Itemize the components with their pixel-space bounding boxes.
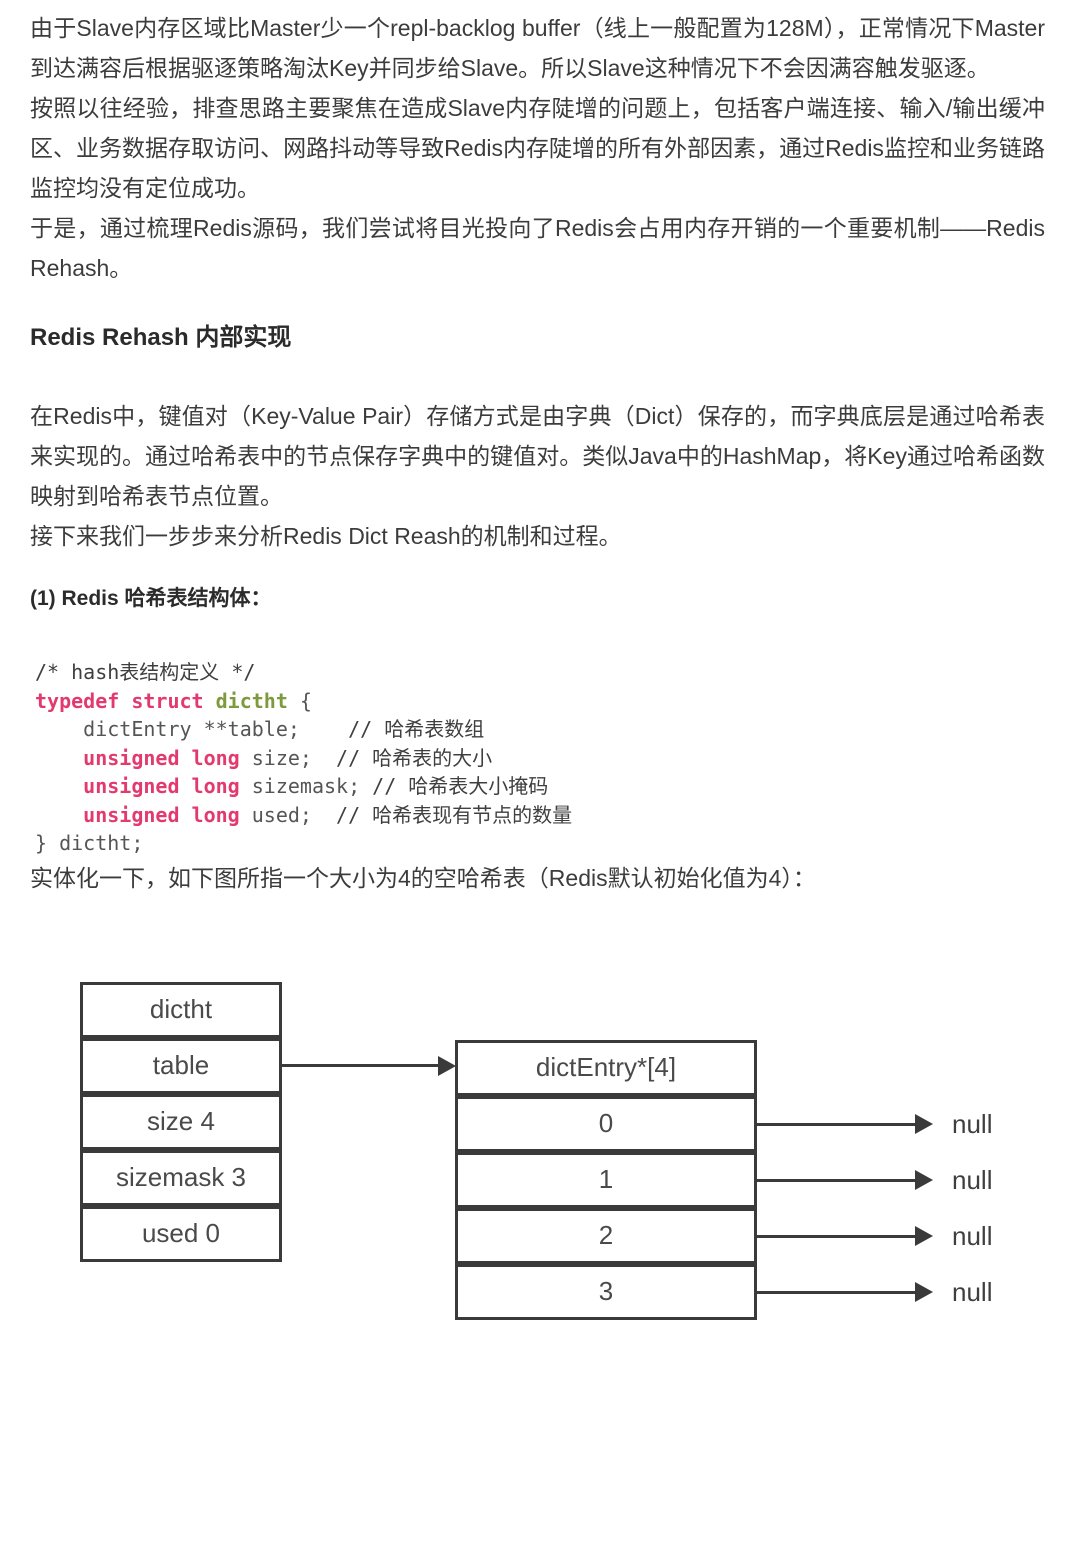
paragraph-instantiation-note: 实体化一下，如下图所指一个大小为4的空哈希表（Redis默认初始化值为4）： <box>30 864 816 891</box>
code-block-dictht-struct: /* hash表结构定义 */typedef struct dictht { d… <box>35 660 573 855</box>
array-header-dictentry: dictEntry*[4] <box>455 1039 757 1096</box>
subsection-heading-hash-struct: (1) Redis 哈希表结构体： <box>30 587 272 610</box>
null-arrow-line-0 <box>757 1122 917 1126</box>
null-label-2: null <box>952 1220 993 1251</box>
article-page: 由于Slave内存区域比Master少一个repl-backlog buffer… <box>30 15 1045 1420</box>
paragraph-rehash-discovery: 于是，通过梳理Redis源码，我们尝试将目光投向了Redis会占用内存开销的一个… <box>30 215 1045 281</box>
null-arrowhead-icon-3 <box>915 1281 933 1302</box>
null-arrow-line-3 <box>757 1290 917 1294</box>
section-heading-rehash-internal: Redis Rehash 内部实现 <box>30 324 292 351</box>
struct-row-used: used 0 <box>80 1205 282 1262</box>
null-arrow-line-2 <box>757 1234 917 1238</box>
paragraph-slave-master-eviction: 由于Slave内存区域比Master少一个repl-backlog buffer… <box>30 15 1045 81</box>
paragraph-troubleshooting-experience: 按照以往经验，排查思路主要聚焦在造成Slave内存陡增的问题上，包括客户端连接、… <box>30 95 1045 201</box>
paragraph-analysis-intro: 接下来我们一步步来分析Redis Dict Reash的机制和过程。 <box>30 523 622 549</box>
struct-row-table: table <box>80 1037 282 1094</box>
null-label-0: null <box>952 1108 993 1139</box>
array-slot-3: 3 <box>455 1263 757 1320</box>
dictentry-array-table: dictEntry*[4] 0 1 2 3 <box>455 1039 757 1320</box>
null-arrowhead-icon-1 <box>915 1169 933 1190</box>
null-arrowhead-icon-2 <box>915 1225 933 1246</box>
struct-row-size: size 4 <box>80 1093 282 1150</box>
paragraph-dict-hashtable-explanation: 在Redis中，键值对（Key-Value Pair）存储方式是由字典（Dict… <box>30 403 1045 509</box>
null-label-1: null <box>952 1164 993 1195</box>
array-slot-1: 1 <box>455 1151 757 1208</box>
table-pointer-arrowhead-icon <box>438 1055 456 1076</box>
dictht-structure-diagram: dictht table size 4 sizemask 3 used 0 di… <box>30 981 1045 1420</box>
null-label-3: null <box>952 1276 993 1307</box>
dictht-struct-table: dictht table size 4 sizemask 3 used 0 <box>80 981 282 1262</box>
null-arrow-line-1 <box>757 1178 917 1182</box>
null-arrowhead-icon-0 <box>915 1113 933 1134</box>
table-pointer-arrow-line <box>282 1063 440 1067</box>
struct-row-sizemask: sizemask 3 <box>80 1149 282 1206</box>
struct-row-dictht: dictht <box>80 981 282 1038</box>
array-slot-0: 0 <box>455 1095 757 1152</box>
array-slot-2: 2 <box>455 1207 757 1264</box>
